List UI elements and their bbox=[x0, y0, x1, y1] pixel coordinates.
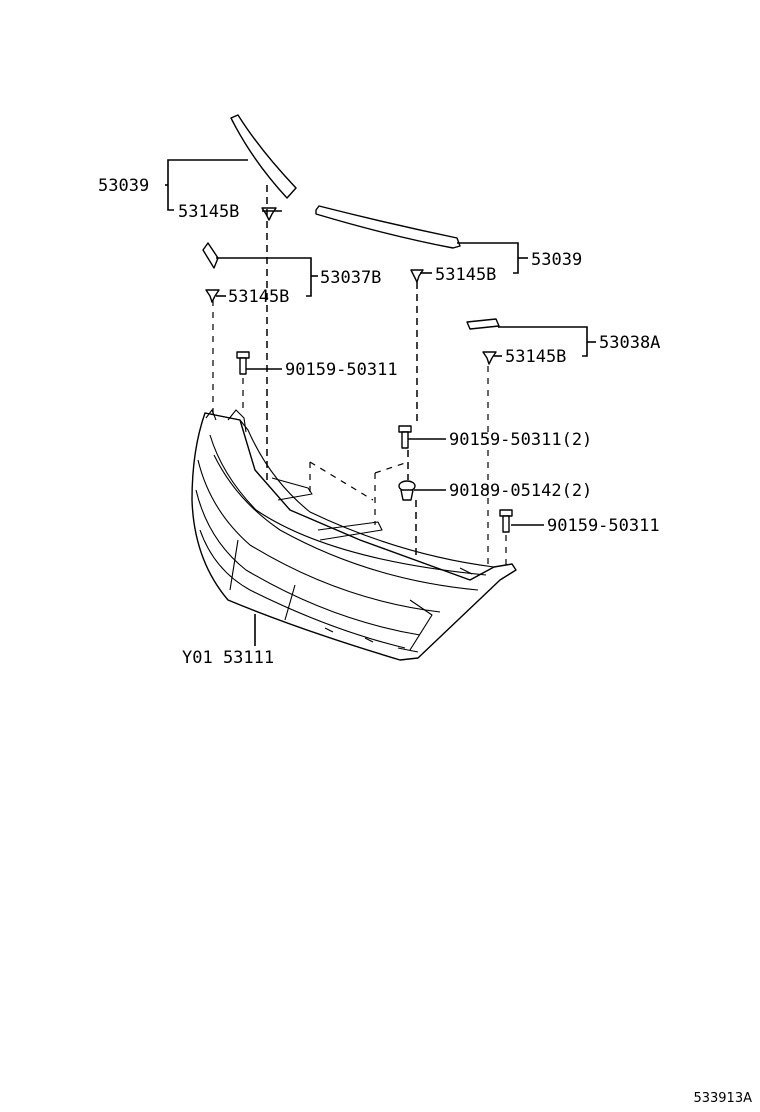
clip-icon bbox=[482, 351, 497, 365]
label-molding-right: 53039 bbox=[531, 250, 582, 270]
clip-push-icon bbox=[398, 480, 416, 501]
label-grille: Y01 53111 bbox=[182, 648, 274, 668]
clip-icon bbox=[205, 289, 220, 303]
screw-icon bbox=[499, 509, 513, 533]
label-bracket-right: 53038A bbox=[599, 333, 660, 353]
bracket-left bbox=[202, 242, 219, 269]
label-molding-left: 53039 bbox=[98, 176, 149, 196]
screw-icon bbox=[398, 425, 412, 449]
screw-icon bbox=[236, 351, 250, 375]
molding-left bbox=[230, 114, 297, 199]
label-clip-right-mid: 53145B bbox=[505, 347, 566, 367]
label-screw-center: 90159-50311(2) bbox=[449, 430, 592, 450]
label-bracket-left: 53037B bbox=[320, 268, 381, 288]
label-screw-right: 90159-50311 bbox=[547, 516, 660, 536]
clip-icon bbox=[410, 269, 424, 283]
molding-right bbox=[315, 205, 461, 249]
grille-assembly bbox=[191, 409, 517, 661]
assembly-lines bbox=[212, 185, 507, 575]
label-screw-left: 90159-50311 bbox=[285, 360, 398, 380]
label-clip-left-mid: 53145B bbox=[228, 287, 289, 307]
label-clip-center: 90189-05142(2) bbox=[449, 481, 592, 501]
leader-lines bbox=[165, 159, 596, 646]
diagram-code: 533913A bbox=[693, 1091, 752, 1106]
clip-icon bbox=[261, 207, 277, 221]
label-clip-right-top: 53145B bbox=[435, 265, 496, 285]
label-clip-left-top: 53145B bbox=[178, 202, 239, 222]
bracket-right bbox=[466, 318, 500, 330]
